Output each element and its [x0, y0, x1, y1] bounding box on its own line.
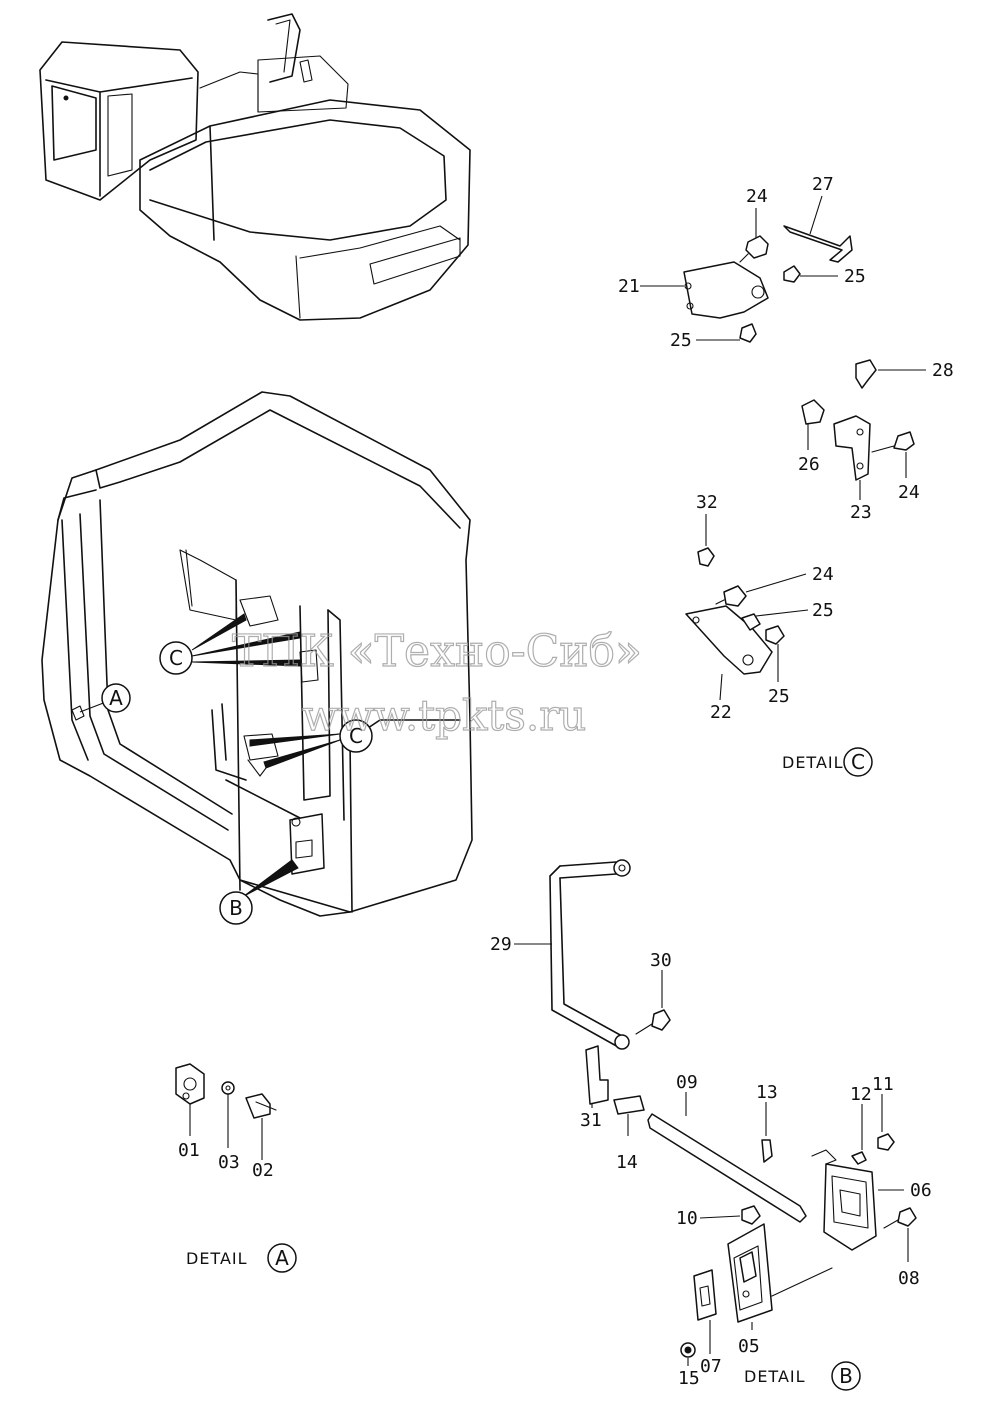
part-24-upper: 24	[746, 186, 768, 207]
part-07: 07	[700, 1356, 722, 1377]
callout-a: A	[79, 683, 131, 713]
detail-c-letter: C	[851, 750, 865, 774]
part-05: 05	[738, 1336, 760, 1357]
callout-c-upper: C	[159, 613, 301, 675]
watermark-url: www.tpkts.ru	[302, 691, 586, 740]
callout-c-upper-circle	[159, 641, 193, 675]
part-01: 01	[178, 1140, 200, 1161]
part-06: 06	[910, 1180, 932, 1201]
detail-a-word: DETAIL	[186, 1249, 248, 1268]
part-30: 30	[650, 950, 672, 971]
watermark: ТПК «Техно-Сиб» www.tpkts.ru	[231, 625, 642, 740]
part-21: 21	[618, 276, 640, 297]
part-22: 22	[710, 702, 732, 723]
detail-a-parts: 01 03 02	[175, 1063, 277, 1181]
part-24-middle: 24	[898, 482, 920, 503]
detail-b-word: DETAIL	[744, 1367, 806, 1386]
callout-a-label: A	[109, 686, 123, 710]
callout-c-lower: C	[249, 719, 373, 769]
part-29: 29	[490, 934, 512, 955]
part-11: 11	[872, 1074, 894, 1095]
detail-c-caption: DETAIL C	[782, 747, 873, 777]
callout-c-lower-label: C	[349, 724, 363, 748]
part-24-lower: 24	[812, 564, 834, 585]
detail-b-caption: DETAIL B	[744, 1361, 861, 1391]
part-12: 12	[850, 1084, 872, 1105]
callout-b-circle	[219, 891, 253, 925]
detail-b-latch-assembly: 12 11 06 08 05 07 15	[678, 1074, 932, 1389]
part-10: 10	[676, 1208, 698, 1229]
part-27: 27	[812, 174, 834, 195]
excavator-upper-structure-drawing	[39, 13, 471, 321]
part-28: 28	[932, 360, 954, 381]
callout-a-circle	[101, 683, 131, 713]
part-25-lower: 25	[768, 686, 790, 707]
part-14: 14	[616, 1152, 638, 1173]
part-08: 08	[898, 1268, 920, 1289]
part-09: 09	[676, 1072, 698, 1093]
part-32: 32	[696, 492, 718, 513]
part-25-upper-left: 25	[670, 330, 692, 351]
part-23: 23	[850, 502, 872, 523]
part-31: 31	[580, 1110, 602, 1131]
part-25-lower-right: 25	[812, 600, 834, 621]
detail-a-caption: DETAIL A	[186, 1243, 297, 1273]
callout-c-lower-circle	[339, 719, 373, 753]
part-15: 15	[678, 1368, 700, 1389]
part-25-upper-right: 25	[844, 266, 866, 287]
detail-c-word: DETAIL	[782, 753, 844, 772]
watermark-company: ТПК «Техно-Сиб»	[232, 626, 642, 677]
part-13: 13	[756, 1082, 778, 1103]
cab-frame-drawing	[41, 391, 473, 917]
callout-b-label: B	[229, 896, 243, 920]
detail-a-letter: A	[275, 1246, 289, 1270]
part-02: 02	[252, 1160, 274, 1181]
callout-b: B	[219, 859, 299, 925]
part-03: 03	[218, 1152, 240, 1173]
detail-c-upper-assembly: 24 27 25 21 25	[618, 174, 866, 351]
callout-c-upper-label: C	[169, 646, 183, 670]
detail-b-rod-assembly: 29 30 31 14 09 13 10	[490, 859, 807, 1229]
detail-c-lower-assembly: 32 24 25 25 22	[685, 492, 834, 723]
part-26: 26	[798, 454, 820, 475]
detail-c-middle-assembly: 28 26 23 24	[798, 359, 954, 523]
detail-b-letter: B	[839, 1364, 853, 1388]
